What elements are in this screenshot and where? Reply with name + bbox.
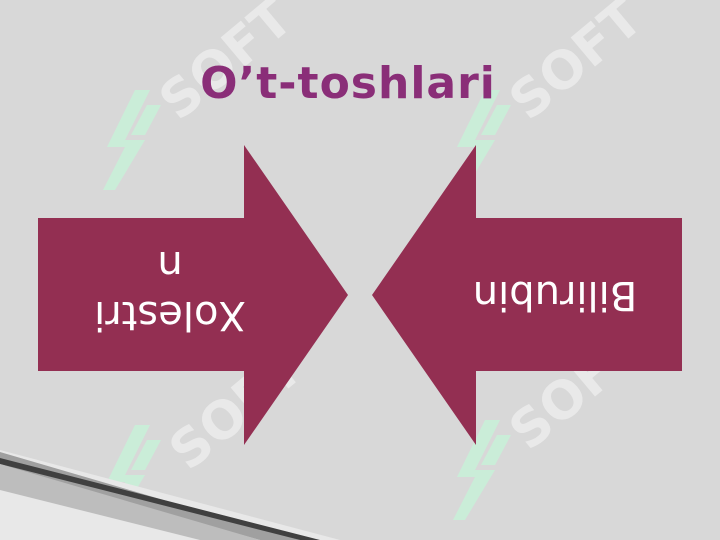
right-arrow-label: Bilirubin [472,272,638,318]
watermark-logo-icon [453,90,511,190]
slide-title: O’t-toshlari [200,58,496,109]
watermark-logo-icon [453,420,511,520]
right-arrow [372,145,684,445]
corner-decoration [0,450,340,540]
left-arrow [38,145,350,445]
left-arrow-label-line1: Xolestri [94,292,246,338]
watermark-logo-icon [103,425,161,525]
watermark-logo-icon [103,90,161,190]
left-arrow-label-line2: n [157,242,183,288]
left-arrow-label: Xolestri n [60,240,280,340]
